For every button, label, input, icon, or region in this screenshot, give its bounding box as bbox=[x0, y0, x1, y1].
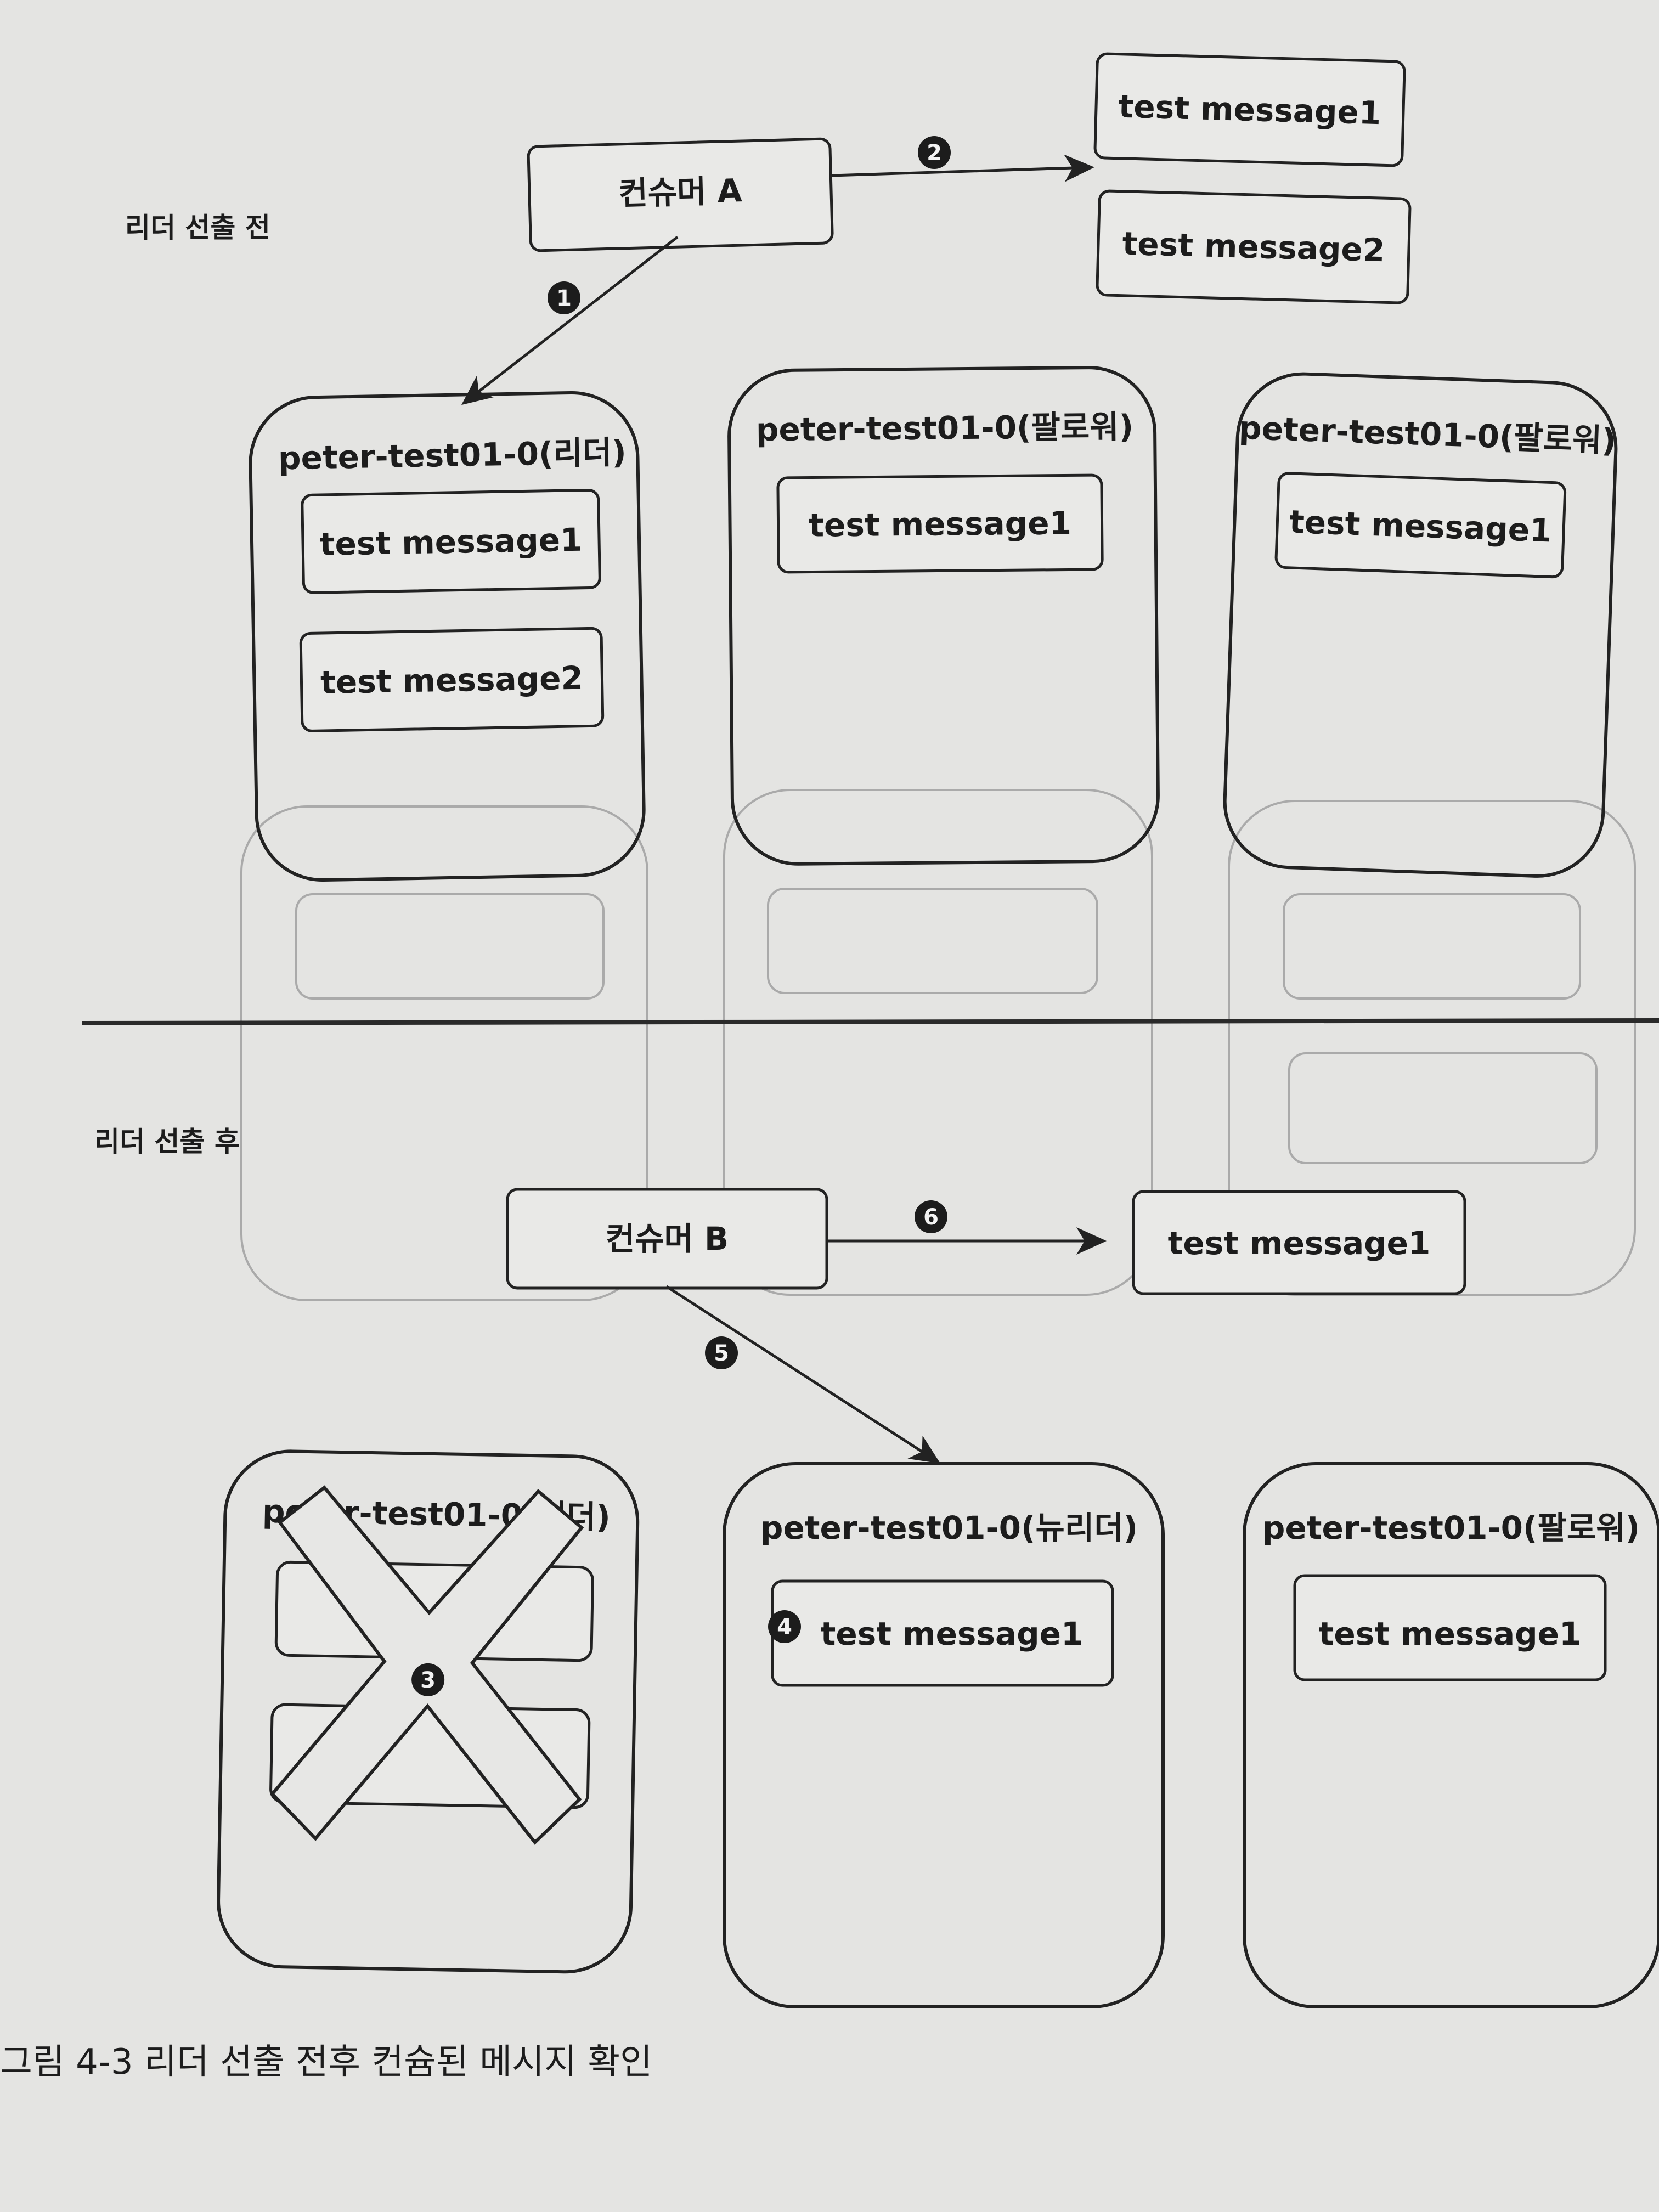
bottom-step-5-badge: 5 bbox=[705, 1336, 738, 1369]
top-consumed-message-1-label: test message1 bbox=[1118, 88, 1381, 132]
svg-text:6: 6 bbox=[923, 1205, 939, 1230]
top-consumed-message-2: test message2 bbox=[1096, 189, 1412, 304]
bottom-step-3-badge: 3 bbox=[411, 1663, 445, 1696]
top-step-2-badge: 2 bbox=[918, 136, 951, 169]
bottom-partition-new-leader-title: peter-test01-0(뉴리더) bbox=[760, 1509, 1138, 1547]
svg-text:5: 5 bbox=[714, 1341, 729, 1366]
svg-text:3: 3 bbox=[420, 1668, 436, 1693]
top-partition-follower-2-title: peter-test01-0(팔로워) bbox=[1238, 409, 1617, 460]
bottom-fetch-arrow bbox=[665, 1285, 941, 1464]
figure-caption: 그림 4-3 리더 선출 전후 컨슘된 메시지 확인 bbox=[0, 2042, 652, 2083]
top-section-label: 리더 선출 전 bbox=[125, 212, 270, 244]
top-fetch-arrow bbox=[461, 236, 679, 405]
top-follower-2-message-1: test message1 bbox=[1289, 503, 1553, 550]
svg-text:2: 2 bbox=[927, 140, 942, 166]
bottom-step-6-badge: 6 bbox=[915, 1200, 947, 1233]
bottom-consumed-message-1: test message1 bbox=[1132, 1190, 1466, 1295]
top-partition-follower-1-title: peter-test01-0(팔로워) bbox=[756, 408, 1134, 448]
top-consumed-message-1: test message1 bbox=[1093, 52, 1406, 167]
top-leader-message-1: test message1 bbox=[319, 521, 583, 563]
top-step-1-badge: 1 bbox=[548, 281, 580, 314]
bleed-through-decoration bbox=[240, 789, 1636, 1301]
svg-text:4: 4 bbox=[777, 1615, 792, 1640]
top-partition-follower-1: peter-test01-0(팔로워) test message1 bbox=[727, 366, 1160, 866]
svg-text:1: 1 bbox=[556, 286, 572, 311]
new-leader-message-1: test message1 bbox=[821, 1615, 1084, 1652]
section-separator bbox=[82, 1018, 1659, 1025]
bottom-partition-follower: peter-test01-0(팔로워) test message1 bbox=[1243, 1462, 1659, 2008]
top-partition-leader-title: peter-test01-0(리더) bbox=[278, 433, 627, 477]
top-partition-follower-2: peter-test01-0(팔로워) test message1 bbox=[1223, 372, 1618, 878]
top-consumed-message-2-label: test message2 bbox=[1122, 225, 1385, 269]
bottom-partition-follower-title: peter-test01-0(팔로워) bbox=[1262, 1509, 1640, 1547]
top-consume-arrow bbox=[831, 154, 1094, 182]
bottom-consumer-label: 컨슈머 B bbox=[606, 1220, 729, 1257]
top-follower-1-message-1: test message1 bbox=[809, 504, 1071, 544]
top-leader-message-2: test message2 bbox=[320, 659, 584, 701]
top-partition-leader: peter-test01-0(리더) test message1 test me… bbox=[249, 391, 646, 882]
bottom-consumed-message-1-label: test message1 bbox=[1168, 1224, 1431, 1262]
bottom-consumer-node: 컨슈머 B bbox=[506, 1188, 828, 1290]
follower-message-1: test message1 bbox=[1319, 1615, 1582, 1652]
bottom-section-label: 리더 선출 후 bbox=[94, 1126, 240, 1158]
bottom-partition-old-leader: peter-test01-0(리더) 3 bbox=[217, 1449, 640, 1974]
top-consumer-node: 컨슈머 A bbox=[527, 137, 834, 252]
top-consumer-label: 컨슈머 A bbox=[618, 172, 743, 212]
bottom-step-4-badge: 4 bbox=[768, 1610, 801, 1643]
bottom-partition-new-leader: peter-test01-0(뉴리더) 4 test message1 bbox=[723, 1462, 1165, 2008]
